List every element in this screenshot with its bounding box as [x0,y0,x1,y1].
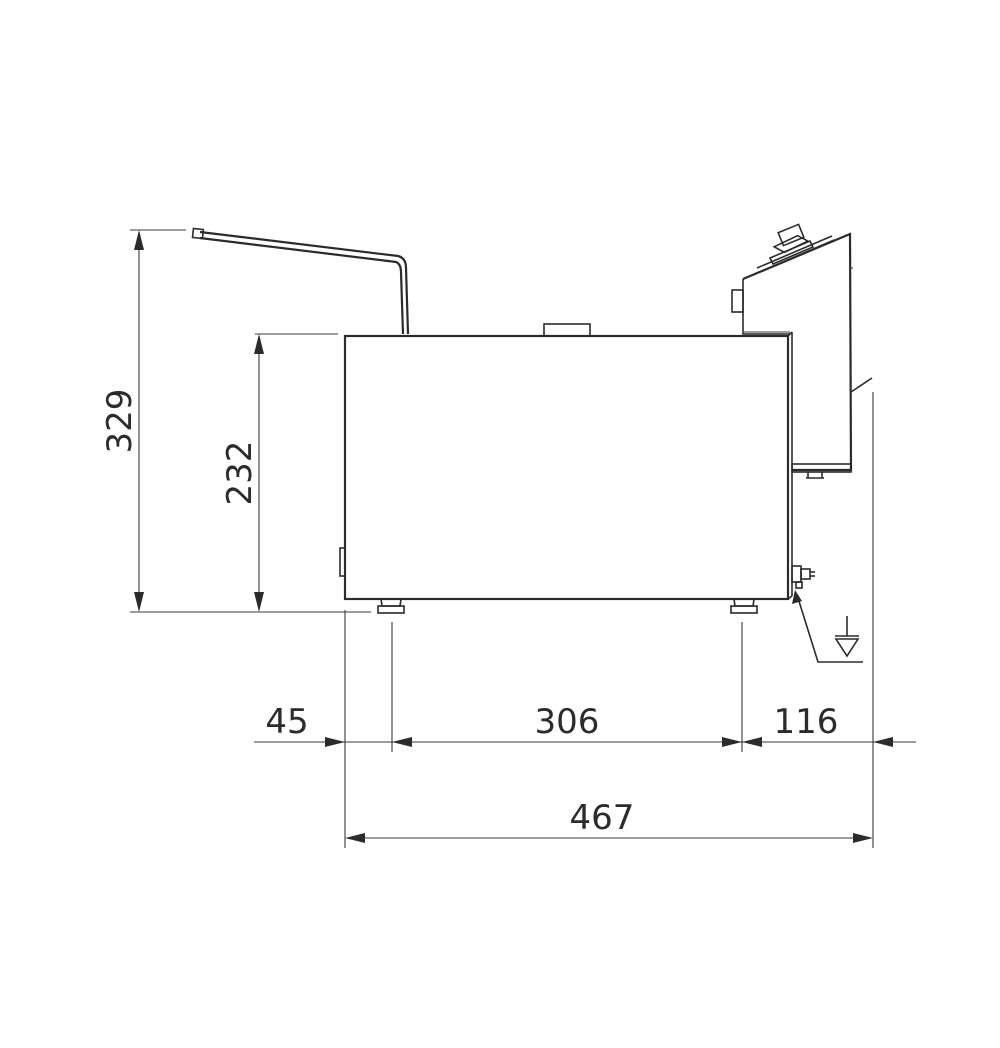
dimension-body-height: 232 [220,333,338,612]
fryer-body [339,331,793,601]
dimension-label-45: 45 [265,702,308,742]
dimension-label-116: 116 [774,702,839,742]
dimension-total-width: 467 [345,798,873,843]
ground-leader [792,590,863,663]
control-head [731,223,873,479]
dimension-label-306: 306 [535,702,600,742]
ground-symbol-icon [834,616,860,658]
lid-knob [543,323,591,337]
ground-terminal [791,565,815,589]
rear-foot [730,598,758,614]
dimension-label-467: 467 [570,798,635,838]
dimension-total-height: 329 [100,229,371,613]
extension-lines [344,392,874,848]
dimension-label-329: 329 [100,389,140,454]
front-foot [377,598,405,614]
control-knob [756,223,835,273]
dimension-label-232: 232 [220,441,260,506]
basket-handle [191,227,410,335]
dimension-chain: 45 306 116 [254,702,916,747]
